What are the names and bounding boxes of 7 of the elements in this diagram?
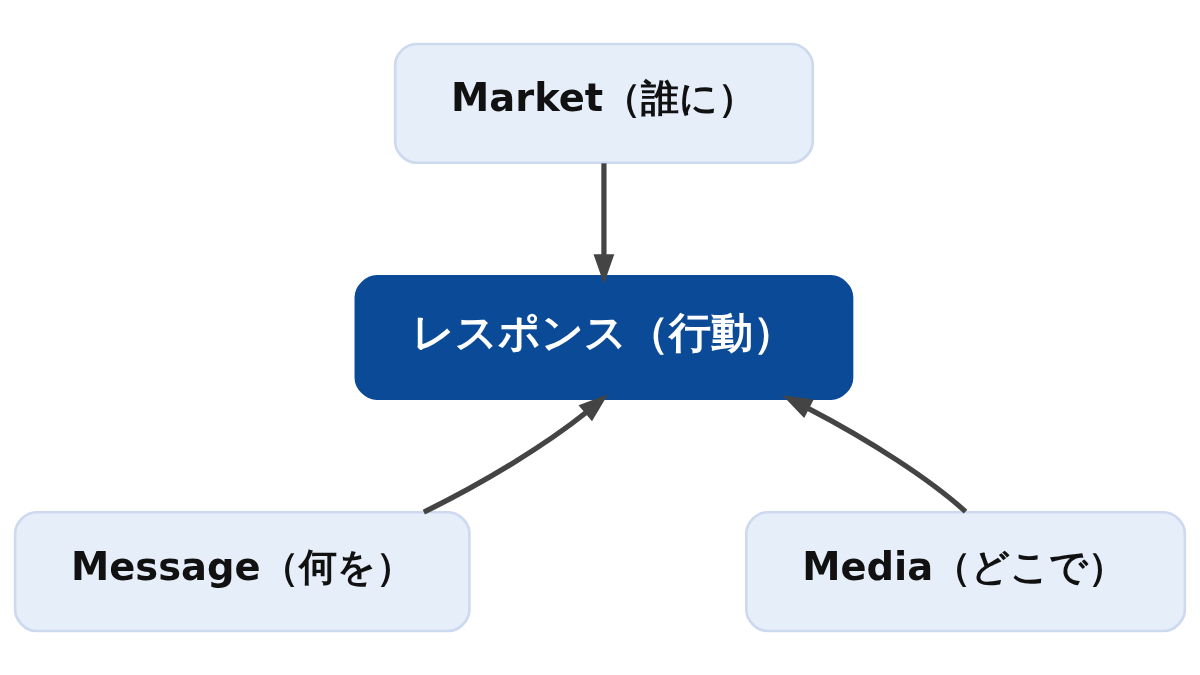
node-box: レスポンス（行動） <box>354 275 854 400</box>
node-box: Market（誰に） <box>393 42 814 165</box>
arrow <box>782 395 968 514</box>
node-box: Message（何を） <box>13 510 471 633</box>
arrow <box>422 394 609 515</box>
node-box: Media（どこで） <box>745 510 1187 633</box>
arrow <box>593 163 615 284</box>
